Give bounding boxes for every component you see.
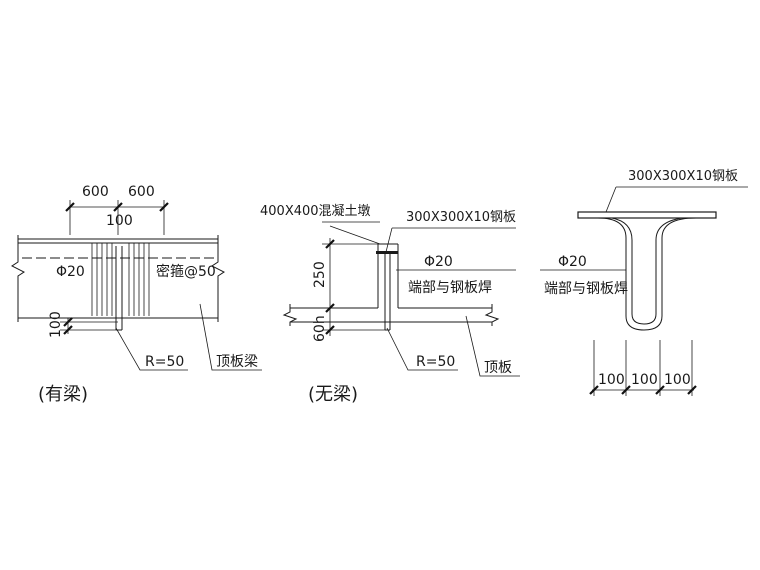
dim-center-text: 100 (106, 213, 133, 229)
vertical-dim-tick-bottom (63, 325, 73, 335)
dim-tick-mid (325, 303, 335, 313)
bar-label: Φ20 (558, 254, 587, 270)
dim-right-text: 600 (128, 184, 155, 200)
roof-label: 顶板 (484, 360, 512, 376)
plate-label: 300X300X10钢板 (406, 210, 516, 225)
weld-label: 端部与钢板焊 (544, 281, 628, 297)
caption-with-beam: (有梁) (38, 384, 88, 405)
radius-leader (386, 327, 458, 371)
dim-tick-top (325, 239, 335, 249)
dim-bottom-text: 60h (312, 315, 328, 342)
plate-leader (385, 227, 393, 253)
dim-text-3: 100 (664, 372, 691, 388)
dim-tick (687, 385, 697, 395)
bar-label: Φ20 (56, 264, 85, 280)
dim-tick-mid (113, 202, 123, 212)
detail-without-beam: 400X400混凝土墩 300X300X10钢板 Φ20 端部与钢板焊 (260, 203, 520, 405)
pier-label: 400X400混凝土墩 (260, 203, 371, 219)
dim-tick-right (159, 202, 169, 212)
dim-tick (589, 385, 599, 395)
vertical-dim-text: 100 (48, 311, 64, 338)
detail-hook: 300X300X10钢板 Φ20 端部与钢板焊 100 100 100 (540, 169, 748, 396)
roof-beam-label: 顶板梁 (216, 354, 258, 370)
u-bar-inner (611, 217, 683, 325)
dim-tick (621, 385, 631, 395)
break-symbol-left (11, 235, 25, 322)
weld-label: 端部与钢板焊 (408, 280, 492, 296)
dim-text-1: 100 (598, 372, 625, 388)
dim-left-text: 600 (82, 184, 109, 200)
break-symbol-right (484, 304, 500, 326)
dim-tick-bottom (325, 325, 335, 335)
dim-text-2: 100 (631, 372, 658, 388)
caption-without-beam: (无梁) (308, 384, 358, 405)
radius-label: R=50 (145, 354, 184, 370)
plate-leader (605, 186, 617, 213)
dim-tick (655, 385, 665, 395)
u-bar-outer (597, 217, 697, 331)
detail-with-beam: 600 600 100 Φ20 密箍@50 100 (11, 184, 262, 405)
stirrup-label: 密箍@50 (156, 263, 216, 280)
break-symbol-left (282, 304, 298, 326)
dim-tick-left (65, 202, 75, 212)
roof-leader (465, 315, 520, 377)
dim-250-text: 250 (312, 261, 328, 288)
plate-label: 300X300X10钢板 (628, 169, 738, 184)
radius-leader (115, 327, 188, 371)
break-symbol-right (211, 235, 225, 322)
vertical-dim-tick-top (63, 317, 73, 327)
steel-plate (376, 251, 398, 254)
steel-plate (577, 211, 717, 219)
pier-leader (329, 225, 381, 245)
radius-label: R=50 (416, 354, 455, 370)
bar-label: Φ20 (424, 254, 453, 270)
beam-leader (199, 303, 262, 371)
